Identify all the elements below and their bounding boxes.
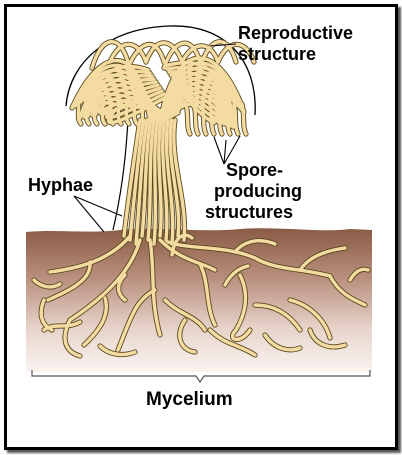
hypha-strand-fill	[126, 42, 166, 70]
hypha-strand-fill	[224, 102, 232, 136]
hypha-strand-fill	[116, 98, 123, 126]
hypha-strand-fill	[48, 234, 132, 274]
hypha-strand-fill	[178, 318, 197, 354]
pointer-reproductive	[209, 43, 237, 47]
hypha-strand-fill	[140, 98, 147, 126]
hypha-strand-fill	[230, 273, 252, 342]
hypha-strand-fill	[163, 298, 207, 332]
pointer-spore-1	[213, 136, 225, 165]
hypha-strand-fill	[146, 118, 156, 242]
hypha-strand-fill	[32, 278, 62, 289]
hypha-strand-fill	[233, 239, 277, 254]
pointer-lines	[73, 43, 241, 233]
hypha-strand-fill	[116, 288, 157, 352]
hypha-strand-fill	[168, 118, 181, 238]
hypha-strand-fill	[128, 118, 146, 242]
hypha-strand-fill	[152, 118, 160, 246]
hypha-strand-fill	[184, 102, 192, 136]
hypha-strand-fill	[84, 98, 91, 126]
hypha-strand-fill	[63, 318, 82, 358]
hypha-strand-fill	[232, 102, 240, 136]
pointer-spore-2	[223, 139, 227, 165]
hypha-strand-fill	[348, 267, 370, 282]
hypha-strand-fill	[100, 98, 107, 126]
label-spore-line3: structures	[205, 202, 293, 222]
hypha-strand-fill	[308, 328, 347, 349]
hypha-strand-fill	[39, 298, 54, 332]
hypha-strand-fill	[192, 102, 200, 136]
hypha-strand-fill	[108, 42, 148, 64]
hypha-strand-fill	[216, 42, 256, 64]
hypha-strand-fill	[68, 238, 142, 322]
stalk-outline-left	[112, 117, 129, 231]
label-reproductive-line2: structure	[238, 44, 316, 64]
hypha-strand-fill	[76, 98, 83, 126]
hypha-strand-fill	[170, 233, 194, 257]
hypha-strand-fill	[162, 41, 202, 70]
label-hyphae: Hyphae	[28, 175, 93, 195]
hypha-strand-fill	[240, 102, 248, 136]
pointer-spore-3	[223, 135, 241, 165]
hypha-strand-fill	[157, 118, 163, 238]
hypha-strand-fill	[140, 118, 153, 238]
label-reproductive-line1: Reproductive	[238, 23, 353, 43]
hypha-strand-fill	[158, 238, 217, 272]
hypha-strand-fill	[166, 240, 257, 260]
hypha-strand-fill	[92, 98, 99, 126]
cap-outline	[65, 25, 256, 116]
hypha-strand-fill	[223, 264, 250, 287]
hypha-strand-fill	[176, 92, 228, 115]
hypha-strand-fill	[328, 274, 367, 307]
hypha-strand-fill	[82, 296, 108, 347]
hypha-strand-fill	[216, 102, 224, 136]
hypha-strand-fill	[208, 102, 216, 136]
mycelium-brace	[31, 370, 371, 384]
hypha-strand-fill	[144, 41, 184, 64]
hypha-strand-fill	[298, 246, 347, 272]
hypha-strand-fill	[90, 40, 130, 70]
hypha-strand-fill	[132, 98, 139, 126]
hypha-strand-fill	[253, 256, 332, 278]
hypha-strand-fill	[46, 260, 92, 302]
hypha-strand-fill	[98, 344, 137, 357]
hypha-strand-fill	[253, 303, 302, 332]
pointer-hyphae-2	[73, 195, 123, 217]
label-spore-line1: Spore-	[226, 160, 283, 180]
hypha-strand-fill	[198, 40, 238, 70]
hyphae-network	[31, 39, 371, 359]
hypha-strand-fill	[134, 118, 149, 246]
hypha-strand-fill	[208, 328, 257, 357]
hypha-strand-fill	[288, 298, 332, 340]
hypha-strand-fill	[164, 118, 175, 246]
soil	[26, 228, 372, 372]
label-mycelium: Mycelium	[146, 389, 233, 410]
hypha-strand-fill	[124, 98, 131, 126]
hypha-strand-fill	[198, 262, 217, 327]
hypha-strand-fill	[200, 102, 208, 136]
label-spore-line2: producing	[214, 181, 302, 201]
hypha-strand-fill	[108, 98, 115, 126]
hypha-strand-fill	[104, 92, 166, 120]
hypha-strand-fill	[116, 273, 127, 302]
hypha-strand-fill	[263, 333, 302, 352]
hypha-strand-fill	[165, 65, 235, 129]
hypha-strand-fill	[172, 118, 187, 242]
pointer-hyphae-1	[73, 195, 105, 233]
hypha-strand-fill	[122, 118, 142, 238]
hypha-strand-fill	[180, 44, 220, 64]
hypha-strand-fill	[161, 118, 169, 242]
hypha-strand-fill	[148, 238, 162, 337]
hypha-strand-fill	[94, 88, 170, 115]
